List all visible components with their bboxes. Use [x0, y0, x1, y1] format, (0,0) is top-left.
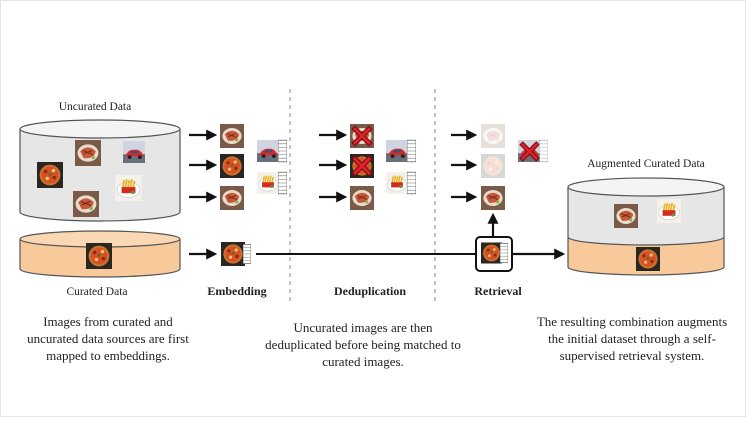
uncurated-label: Uncurated Data — [59, 101, 131, 113]
curated-label: Curated Data — [67, 286, 128, 298]
pizza-thumbnail — [221, 242, 245, 266]
pizza-thumbnail — [86, 243, 112, 269]
dedup-arrows — [319, 129, 348, 203]
salmon-thumbnail — [481, 186, 505, 210]
car-thumbnail — [386, 140, 408, 162]
stage-embedding: Embedding — [207, 284, 266, 298]
salmon-thumbnail — [613, 204, 639, 228]
car-thumbnail — [257, 140, 279, 162]
embedding-vector-icon — [243, 243, 251, 265]
fries-thumbnail — [257, 172, 279, 194]
caption-right: The resulting combination augments the i… — [536, 314, 728, 363]
retrieval-query-box — [475, 236, 513, 272]
pizza-thumbnail — [220, 154, 244, 178]
embedding-items — [220, 124, 287, 266]
stage-deduplication: Deduplication — [334, 284, 406, 298]
retrieval-items — [481, 124, 548, 210]
augmented-label: Augmented Curated Data — [587, 158, 705, 170]
pizza-thumbnail — [481, 154, 505, 178]
retrieval-arrows — [451, 129, 478, 203]
embedding-vector-icon — [539, 139, 548, 163]
fries-thumbnail — [115, 175, 142, 201]
salmon-thumbnail — [220, 186, 244, 210]
embedding-arrows — [189, 129, 218, 260]
stage-retrieval: Retrieval — [474, 284, 522, 298]
embedding-vector-icon — [278, 171, 287, 195]
fries-thumbnail — [386, 172, 408, 194]
pizza-thumbnail — [481, 242, 502, 264]
embedding-vector-icon — [407, 171, 416, 195]
embedding-vector-icon — [278, 139, 287, 163]
dedup-items — [350, 124, 416, 210]
embedding-vector-icon — [500, 242, 508, 264]
salmon-thumbnail — [220, 124, 244, 148]
pizza-thumbnail — [636, 247, 660, 271]
car-thumbnail — [123, 141, 145, 163]
caption-middle: Uncurated images are then deduplicated b… — [265, 320, 461, 369]
salmon-thumbnail — [350, 186, 374, 210]
embedding-vector-icon — [407, 139, 416, 163]
pizza-thumbnail — [37, 162, 63, 188]
caption-left: Images from curated and uncurated data s… — [27, 314, 189, 363]
curated-cylinder — [19, 230, 181, 278]
salmon-thumbnail — [481, 124, 505, 148]
salmon-thumbnail — [73, 191, 99, 217]
fries-thumbnail — [656, 199, 682, 223]
salmon-thumbnail — [75, 140, 101, 166]
